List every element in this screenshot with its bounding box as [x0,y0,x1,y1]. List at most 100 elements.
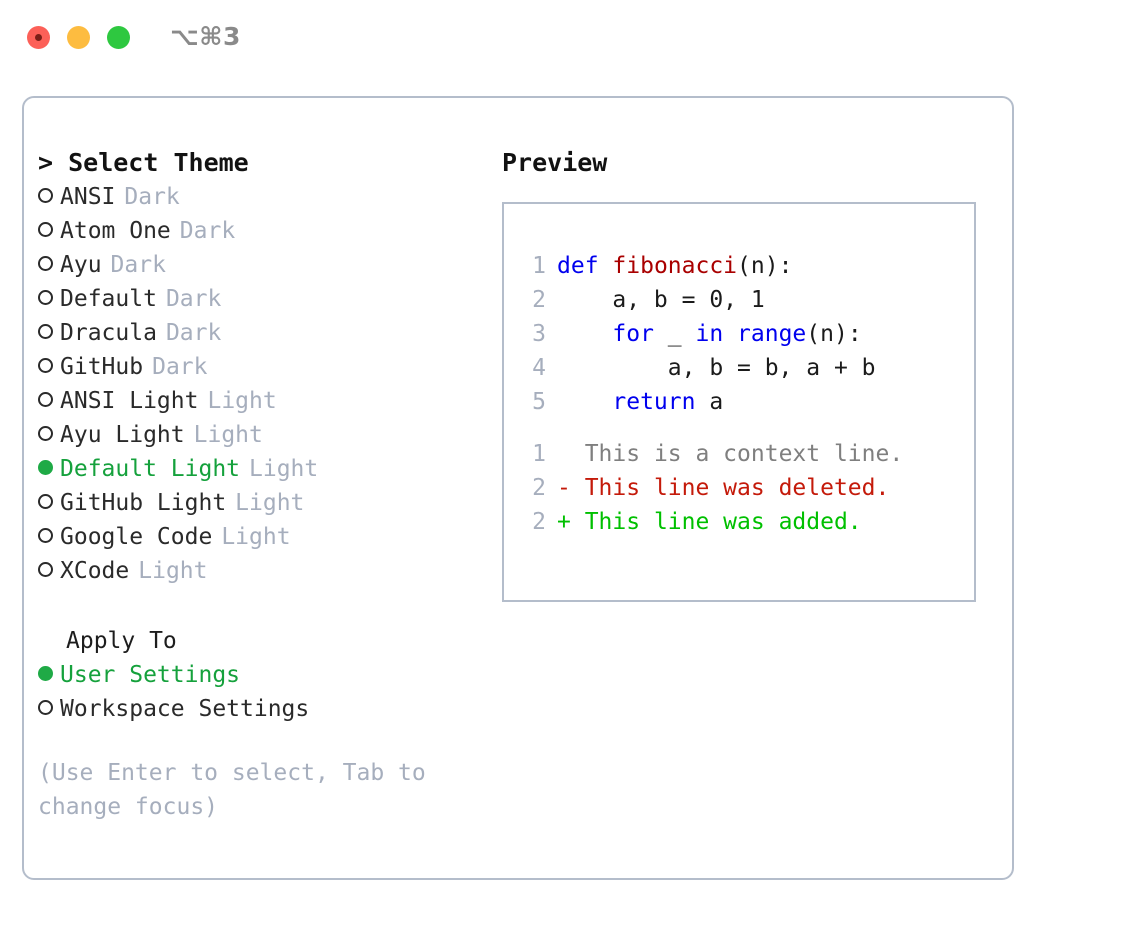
keyboard-hint-text: (Use Enter to select, Tab to change focu… [38,760,440,820]
code-line: 3 for _ in range(n): [516,317,966,351]
theme-variant-tag: Dark [110,252,166,278]
diff-sample: 1 This is a context line.2- This line wa… [516,437,966,539]
diff-line-text: This line was added. [584,509,862,535]
theme-variant-tag: Light [221,524,291,550]
theme-option-row[interactable]: Google Code Light [38,520,498,554]
diff-line-number: 2 [532,509,546,535]
theme-option-row[interactable]: Default Dark [38,282,498,316]
radio-unselected-icon[interactable] [38,180,60,214]
line-number: 3 [532,321,546,347]
code-token: (n): [806,321,862,347]
minimize-window-button[interactable] [67,26,90,49]
theme-name-label: Default Light [60,456,241,482]
apply-to-title: Apply To [66,628,177,654]
diff-line: 1 This is a context line. [516,437,966,471]
theme-name-label: ANSI [60,184,116,210]
select-theme-header: > Select Theme [38,148,249,177]
diff-line: 2- This line was deleted. [516,471,966,505]
preview-header: Preview [502,148,608,177]
theme-name-label: ANSI Light [60,388,199,414]
theme-variant-tag: Light [235,490,305,516]
radio-unselected-icon[interactable] [38,384,60,418]
theme-variant-tag: Dark [165,320,222,346]
theme-option-row[interactable]: Ayu Dark [38,248,498,282]
theme-option-row[interactable]: Default Light Light [38,452,498,486]
theme-name-label: XCode [60,558,130,584]
code-line-text: def fibonacci(n): [557,249,792,283]
diff-line: 2 + This line was added. [516,505,966,539]
radio-unselected-icon[interactable] [38,692,60,726]
keyboard-shortcut-label: ⌥⌘3 [170,22,241,51]
code-line: 1 def fibonacci(n): [516,249,966,283]
close-window-button[interactable] [27,26,50,49]
theme-name-label: GitHub Light [60,490,227,516]
theme-variant-tag: Light [249,456,319,482]
code-token [557,389,612,415]
code-token: (n): [737,253,793,279]
code-token: range [737,321,807,347]
theme-variant-tag: Dark [179,218,236,244]
radio-unselected-icon[interactable] [38,350,60,384]
apply-to-option-row[interactable]: Workspace Settings [38,692,498,726]
line-number: 5 [532,389,546,415]
line-number: 1 [532,253,546,279]
diff-line-text: This line was deleted. [584,475,890,501]
theme-variant-tag: Dark [165,286,222,312]
diff-sign [557,437,585,471]
diff-line-text: This is a context line. [584,441,904,467]
theme-name-label: Google Code [60,524,213,550]
code-line-text: a, b = b, a + b [557,351,876,385]
theme-variant-tag: Light [138,558,208,584]
diff-line-number: 2 [532,475,546,501]
apply-to-option-label: User Settings [60,662,241,688]
code-token [599,253,613,279]
theme-variant-tag: Light [207,388,277,414]
code-token: a [695,389,724,415]
radio-unselected-icon[interactable] [38,486,60,520]
radio-unselected-icon[interactable] [38,282,60,316]
code-line-text: return a [557,385,723,419]
diff-sign: + [557,509,585,535]
diff-sign: - [557,475,585,501]
radio-selected-icon[interactable] [38,452,60,486]
code-line-text: for _ in range(n): [557,317,862,351]
theme-variant-tag: Dark [152,354,208,380]
radio-unselected-icon[interactable] [38,316,60,350]
code-token: in [695,321,724,347]
line-number: 2 [532,287,546,313]
code-line: 5 return a [516,385,966,419]
radio-unselected-icon[interactable] [38,520,60,554]
radio-selected-icon[interactable] [38,658,60,692]
code-token: return [612,389,696,415]
maximize-window-button[interactable] [107,26,130,49]
theme-name-label: Default [60,286,157,312]
apply-to-option-row[interactable]: User Settings [38,658,498,692]
theme-option-row[interactable]: ANSI Light Light [38,384,498,418]
theme-option-row[interactable]: Dracula Dark [38,316,498,350]
radio-unselected-icon[interactable] [38,418,60,452]
theme-option-row[interactable]: XCode Light [38,554,498,588]
code-line-text: a, b = 0, 1 [557,283,765,317]
code-token [723,321,737,347]
code-token: a, b = b, a + b [557,355,876,381]
theme-name-label: Dracula [60,320,157,346]
code-line: 4 a, b = b, a + b [516,351,966,385]
radio-unselected-icon[interactable] [38,554,60,588]
theme-option-row[interactable]: GitHub Light Light [38,486,498,520]
code-token: a, b = 0, 1 [557,287,765,313]
code-line: 2 a, b = 0, 1 [516,283,966,317]
radio-unselected-icon[interactable] [38,214,60,248]
radio-unselected-icon[interactable] [38,248,60,282]
code-token: for [612,321,654,347]
code-token [557,321,612,347]
theme-name-label: Ayu [60,252,102,278]
